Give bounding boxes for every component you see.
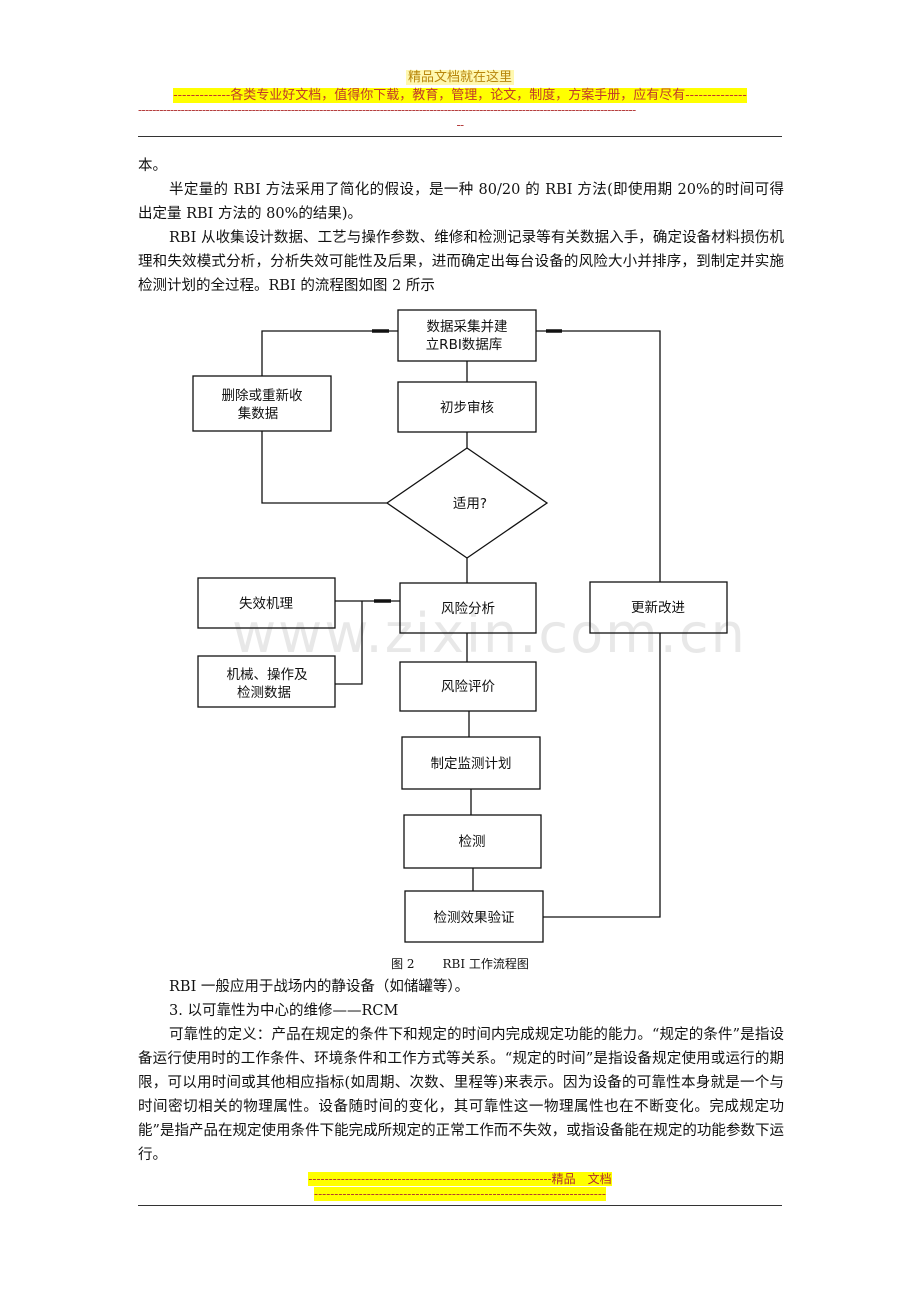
box-mech-data <box>197 655 336 708</box>
body-text-bottom: RBI 一般应用于战场内的静设备（如储罐等）。 3. 以可靠性为中心的维修——R… <box>138 975 784 1167</box>
figure-caption: 图 2 RBI 工作流程图 <box>0 955 920 972</box>
box-collect-data <box>397 309 537 362</box>
box-failure-mechanism <box>197 577 336 629</box>
figure-number: 图 2 <box>391 957 415 971</box>
footer-line2: ----------------------------------------… <box>314 1187 606 1201</box>
paragraph-rbi-process: RBI 从收集设计数据、工艺与操作参数、维修和检测记录等有关数据入手，确定设备材… <box>138 230 784 294</box>
label-monitoring-plan: 制定监测计划 <box>431 756 512 772</box>
box-risk-analysis <box>399 582 537 634</box>
label-inspection: 检测 <box>459 834 486 850</box>
body-text-top: 本。 半定量的 RBI 方法采用了简化的假设，是一种 80/20 的 RBI 方… <box>138 154 784 298</box>
paragraph-reliability-definition: 可靠性的定义：产品在规定的条件下和规定的时间内完成规定功能的能力。“规定的条件”… <box>138 1027 784 1163</box>
section-heading-rcm: 3. 以可靠性为中心的维修——RCM <box>169 1003 399 1019</box>
label-collect-line1: 数据采集并建 <box>427 319 508 335</box>
box-risk-evaluation <box>399 661 537 712</box>
header-title: 精品文档就在这里 <box>405 70 514 85</box>
label-risk-evaluation: 风险评价 <box>441 679 495 695</box>
label-risk-analysis: 风险分析 <box>441 601 495 617</box>
paragraph-continuation: 本。 <box>138 158 167 174</box>
figure-title: RBI 工作流程图 <box>442 957 529 971</box>
label-delete-line2: 集数据 <box>238 406 279 422</box>
header-dash-tail: -- <box>456 118 464 132</box>
label-verification: 检测效果验证 <box>434 910 515 926</box>
box-update <box>589 581 728 634</box>
label-delete-line1: 删除或重新收 <box>222 388 303 404</box>
label-applicable: 适用? <box>453 496 487 512</box>
footer-rule <box>138 1205 782 1206</box>
label-mech-line2: 检测数据 <box>237 685 291 701</box>
footer-line1: ----------------------------------------… <box>308 1172 612 1186</box>
label-initial-review: 初步审核 <box>440 399 494 416</box>
label-update: 更新改进 <box>631 600 685 616</box>
label-mech-line1: 机械、操作及 <box>227 667 308 683</box>
header-tagline: -------------各类专业好文档，值得你下载，教育，管理，论文，制度，方… <box>173 88 747 103</box>
label-failure-mechanism: 失效机理 <box>239 596 293 612</box>
header-rule <box>138 136 782 137</box>
paragraph-rbi-application: RBI 一般应用于战场内的静设备（如储罐等）。 <box>169 979 470 995</box>
paragraph-semi-quantitative: 半定量的 RBI 方法采用了简化的假设，是一种 80/20 的 RBI 方法(即… <box>138 182 784 222</box>
header-dash-row: ----------------------------------------… <box>138 103 636 117</box>
label-collect-line2: 立RBI数据库 <box>426 337 503 353</box>
